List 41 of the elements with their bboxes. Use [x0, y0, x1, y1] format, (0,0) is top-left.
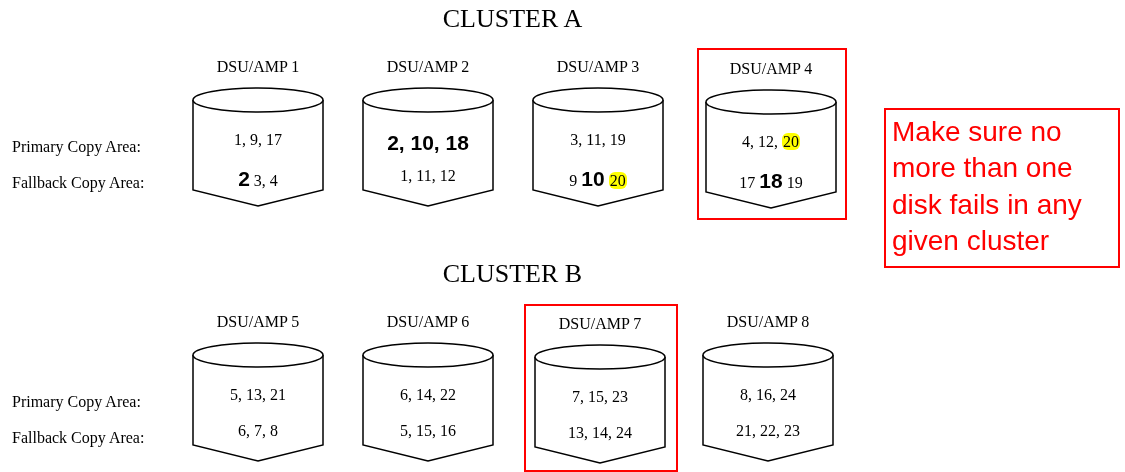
row-label: Primary Copy Area:: [12, 393, 141, 411]
disk-heading: DSU/AMP 6: [385, 313, 471, 331]
highlight-frame: [697, 48, 847, 220]
disk-unit: [533, 58, 663, 208]
data-block-numbers: 5, 13, 21: [229, 386, 287, 404]
data-block-numbers: 13, 14, 24: [567, 424, 633, 442]
data-block-numbers: 21, 22, 23: [735, 422, 801, 440]
disk-heading: DSU/AMP 3: [555, 58, 641, 76]
row-label: Primary Copy Area:: [12, 138, 141, 156]
data-block-numbers: 9 10 20: [568, 167, 628, 191]
disk-heading: DSU/AMP 8: [725, 313, 811, 331]
data-block-numbers: 17 18 19: [738, 169, 804, 193]
row-label: Fallback Copy Area:: [12, 429, 145, 447]
disk-heading: DSU/AMP 1: [215, 58, 301, 76]
data-block-numbers: 3, 11, 19: [569, 131, 627, 149]
disk-heading: DSU/AMP 7: [557, 315, 643, 333]
data-block-numbers: 5, 15, 16: [399, 422, 457, 440]
data-block-numbers: 2, 10, 18: [386, 131, 470, 155]
cluster-title: CLUSTER B: [441, 259, 584, 289]
data-block-numbers: 6, 7, 8: [237, 422, 279, 440]
data-block-numbers: 8, 16, 24: [739, 386, 797, 404]
highlight-frame: [524, 304, 678, 472]
disk-unit: [193, 313, 323, 463]
row-label: Fallback Copy Area:: [12, 174, 145, 192]
data-block-numbers: 4, 12, 20: [741, 133, 801, 151]
data-block-numbers: 6, 14, 22: [399, 386, 457, 404]
disk-unit: [535, 315, 665, 465]
disk-unit: [363, 58, 493, 208]
note-box: Make sure no more than one disk fails in any given cluster: [884, 108, 1120, 268]
data-block-numbers: 2 3, 4: [237, 167, 279, 191]
data-block-numbers: 1, 9, 17: [233, 131, 283, 149]
disk-unit: [193, 58, 323, 208]
disk-unit: [703, 313, 833, 463]
data-block-numbers: 1, 11, 12: [399, 167, 457, 185]
disk-heading: DSU/AMP 2: [385, 58, 471, 76]
disk-heading: DSU/AMP 4: [728, 60, 814, 78]
disk-unit: [363, 313, 493, 463]
cluster-title: CLUSTER A: [441, 4, 584, 34]
disk-unit: [706, 60, 836, 210]
data-block-numbers: 7, 15, 23: [571, 388, 629, 406]
disk-heading: DSU/AMP 5: [215, 313, 301, 331]
